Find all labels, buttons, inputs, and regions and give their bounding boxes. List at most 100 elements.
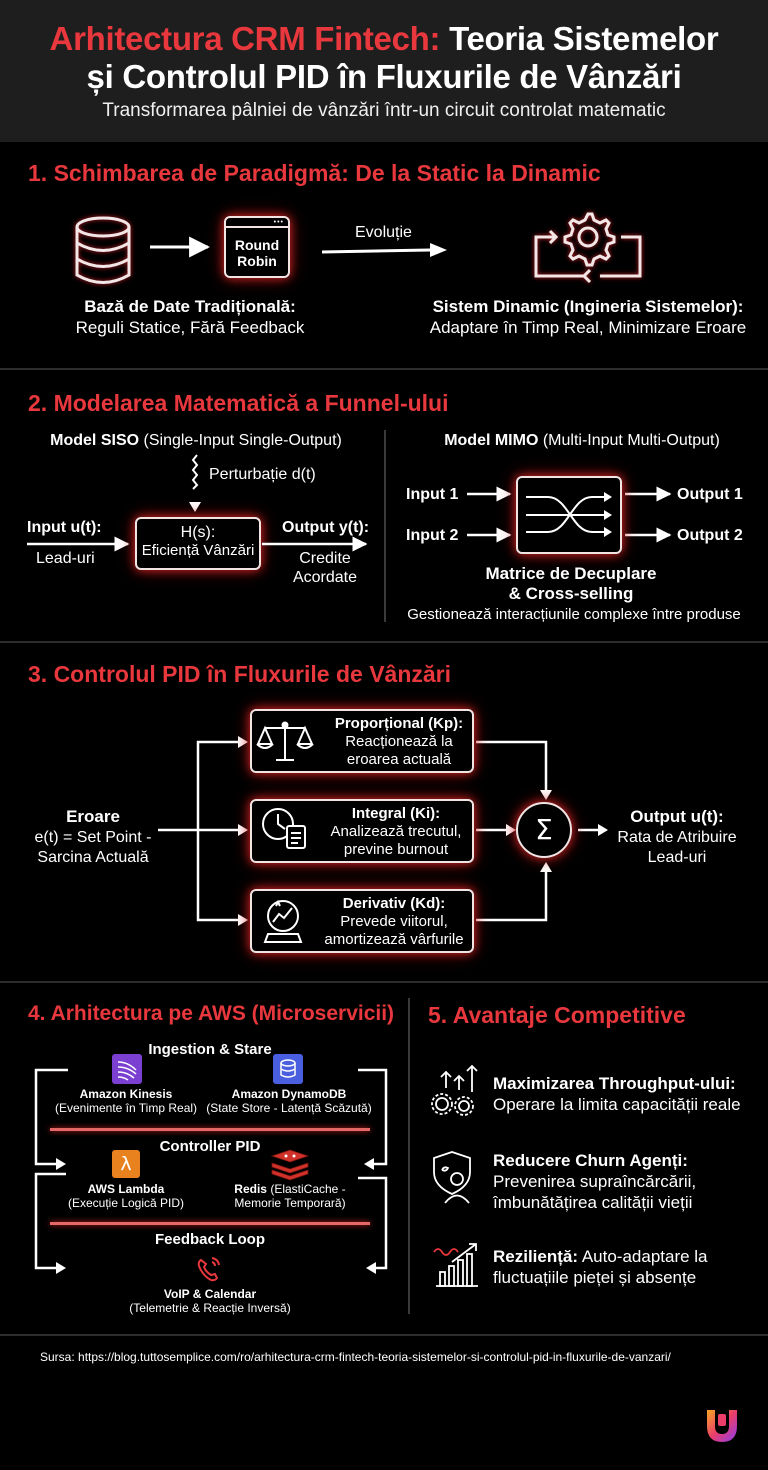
traditional-db-title: Bază de Date Tradițională: bbox=[84, 297, 296, 316]
pid-output-line2: Lead-uri bbox=[647, 849, 707, 866]
advantage-resilience-line1: Auto-adaptare la bbox=[578, 1247, 708, 1266]
round-robin-box: ••• Round Robin bbox=[224, 216, 290, 278]
siso-output-label: Output y(t): bbox=[282, 519, 370, 536]
page-title-line1: Arhitectura CRM Fintech: Teoria Sistemel… bbox=[0, 20, 768, 58]
divider-3 bbox=[0, 981, 768, 983]
round-robin-line2: Robin bbox=[237, 253, 277, 269]
source-link[interactable]: Sursa: https://blog.tuttosemplice.com/ro… bbox=[40, 1350, 671, 1364]
dynamodb-name: Amazon DynamoDB bbox=[231, 1087, 347, 1101]
error-desc-line1: e(t) = Set Point - bbox=[34, 829, 152, 846]
section1-title: 1. Schimbarea de Paradigmă: De la Static… bbox=[28, 160, 601, 186]
redis-name: Redis bbox=[234, 1182, 267, 1196]
feedback-heading: Feedback Loop bbox=[154, 1231, 266, 1248]
section4-title: 4. Arhitectura pe AWS (Microservicii) bbox=[28, 1002, 395, 1025]
siso-input-label: Input u(t): bbox=[27, 519, 102, 536]
traditional-db-caption: Bază de Date Tradițională: Reguli Static… bbox=[20, 297, 360, 339]
lambda-block: AWS Lambda (Execuție Logică PID) bbox=[40, 1182, 212, 1210]
siso-output-desc-line2: Acordate bbox=[292, 569, 358, 586]
voip-name: VoIP & Calendar bbox=[163, 1287, 257, 1301]
lambda-name: AWS Lambda bbox=[87, 1182, 165, 1196]
page-subtitle: Transformarea pâlniei de vânzări într-un… bbox=[102, 100, 666, 121]
proportional-title: Proporțional (Kp): bbox=[334, 715, 464, 732]
redis-desc: Memorie Temporară) bbox=[234, 1196, 346, 1210]
separator-ingestion bbox=[50, 1128, 370, 1131]
siso-bold: Model SISO bbox=[50, 432, 140, 449]
derivative-title: Derivativ (Kd): bbox=[342, 895, 446, 912]
lambda-desc: (Execuție Logică PID) bbox=[67, 1196, 185, 1210]
dynamic-system-desc: Adaptare în Timp Real, Minimizare Eroare bbox=[429, 318, 747, 337]
decoupling-matrix-line1: Matrice de Decuplare bbox=[485, 564, 657, 583]
dynamic-system-title: Sistem Dinamic (Ingineria Sistemelor): bbox=[432, 297, 744, 316]
kinesis-name: Amazon Kinesis bbox=[79, 1087, 173, 1101]
sum-symbol: Σ bbox=[535, 813, 553, 846]
mimo-output2: Output 2 bbox=[677, 527, 743, 544]
advantage-churn-line2: îmbunătățirea calității vieții bbox=[493, 1193, 693, 1212]
page-title-white: Teoria Sistemelor bbox=[449, 20, 719, 57]
advantage-churn-title: Reducere Churn Agenți: bbox=[493, 1151, 688, 1170]
mimo-rest: (Multi-Input Multi-Output) bbox=[538, 432, 720, 449]
decoupling-matrix-box bbox=[516, 476, 622, 554]
transfer-function-box: H(s): Eficiență Vânzări bbox=[135, 517, 261, 570]
section4-vertical-divider bbox=[408, 998, 410, 1314]
mimo-heading: Model MIMO (Multi-Input Multi-Output) bbox=[396, 431, 768, 450]
decoupling-matrix-line2: & Cross-selling bbox=[508, 584, 634, 603]
advantage-throughput-title: Maximizarea Throughput-ului: bbox=[493, 1074, 736, 1093]
kinesis-icon bbox=[112, 1054, 142, 1084]
derivative-line1: Prevede viitorul, bbox=[340, 913, 448, 930]
dynamic-system-caption: Sistem Dinamic (Ingineria Sistemelor): A… bbox=[418, 297, 758, 339]
dynamodb-icon bbox=[273, 1054, 303, 1084]
advantage-throughput-desc: Operare la limita capacității reale bbox=[493, 1095, 741, 1114]
mimo-input2: Input 2 bbox=[406, 527, 459, 544]
page-title-red: Arhitectura CRM Fintech: bbox=[49, 20, 441, 57]
siso-heading: Model SISO (Single-Input Single-Output) bbox=[0, 431, 392, 450]
integral-line2: previne burnout bbox=[343, 841, 449, 858]
integral-title: Integral (Ki): bbox=[351, 805, 441, 822]
mimo-output1: Output 1 bbox=[677, 486, 743, 503]
decoupling-matrix-caption: Matrice de Decuplare & Cross-selling bbox=[436, 564, 706, 604]
pid-output-label: Output u(t): bbox=[630, 807, 724, 826]
advantage-throughput: Maximizarea Throughput-ului: Operare la … bbox=[493, 1073, 763, 1115]
dynamodb-block: Amazon DynamoDB (State Store - Latență S… bbox=[196, 1087, 382, 1115]
sum-node: Σ bbox=[516, 802, 572, 858]
mimo-input1: Input 1 bbox=[406, 486, 459, 503]
section2-title: 2. Modelarea Matematică a Funnel-ului bbox=[28, 390, 449, 416]
integral-box: Integral (Ki): Analizează trecutul, prev… bbox=[250, 799, 474, 863]
divider-2 bbox=[0, 641, 768, 643]
traditional-db-desc: Reguli Statice, Fără Feedback bbox=[75, 318, 305, 337]
dynamodb-desc: (State Store - Latență Scăzută) bbox=[206, 1101, 372, 1115]
siso-input-desc: Lead-uri bbox=[36, 550, 95, 567]
kinesis-desc: (Evenimente în Timp Real) bbox=[54, 1101, 198, 1115]
header bbox=[0, 0, 768, 142]
kinesis-block: Amazon Kinesis (Evenimente în Timp Real) bbox=[40, 1087, 212, 1115]
section5-title: 5. Avantaje Competitive bbox=[428, 1002, 686, 1028]
siso-output-desc-line1: Credite bbox=[299, 550, 351, 567]
ingestion-heading: Ingestion & Stare bbox=[148, 1041, 272, 1058]
mimo-bold: Model MIMO bbox=[444, 432, 539, 449]
voip-block: VoIP & Calendar (Telemetrie & Reacție In… bbox=[110, 1287, 310, 1315]
advantage-resilience: Reziliență: Auto-adaptare la fluctuațiil… bbox=[493, 1246, 763, 1288]
proportional-line2: eroarea actuală bbox=[346, 751, 452, 768]
integral-line1: Analizează trecutul, bbox=[330, 823, 462, 840]
pid-output-block: Output u(t): Rata de Atribuire Lead-uri bbox=[604, 806, 750, 868]
lambda-icon: λ bbox=[112, 1150, 140, 1178]
derivative-line2: amortizează vârfurile bbox=[324, 931, 464, 948]
perturbation-label: Perturbație d(t) bbox=[209, 466, 316, 483]
pid-output-line1: Rata de Atribuire bbox=[617, 829, 737, 846]
evolution-label: Evoluție bbox=[355, 224, 412, 241]
hs-line2: Eficiență Vânzări bbox=[141, 542, 255, 559]
hs-line1: H(s): bbox=[180, 524, 216, 541]
decoupling-matrix-desc: Gestionează interacțiunile complexe într… bbox=[407, 606, 741, 623]
controller-heading: Controller PID bbox=[159, 1138, 261, 1155]
voip-desc: (Telemetrie & Reacție Inversă) bbox=[129, 1301, 291, 1315]
section3-title: 3. Controlul PID în Fluxurile de Vânzări bbox=[28, 661, 452, 687]
page-title-line2: și Controlul PID în Fluxurile de Vânzări bbox=[86, 58, 682, 95]
derivative-box: Derivativ (Kd): Prevede viitorul, amorti… bbox=[250, 889, 474, 953]
error-desc-line2: Sarcina Actuală bbox=[37, 849, 149, 866]
separator-controller bbox=[50, 1222, 370, 1225]
divider-4 bbox=[0, 1334, 768, 1336]
siso-output-desc: Credite Acordate bbox=[282, 549, 368, 587]
round-robin-line1: Round bbox=[234, 237, 280, 253]
advantage-resilience-line2: fluctuațiile pieței și absențe bbox=[493, 1268, 697, 1287]
error-block: Eroare e(t) = Set Point - Sarcina Actual… bbox=[20, 806, 166, 868]
siso-rest: (Single-Input Single-Output) bbox=[139, 432, 342, 449]
